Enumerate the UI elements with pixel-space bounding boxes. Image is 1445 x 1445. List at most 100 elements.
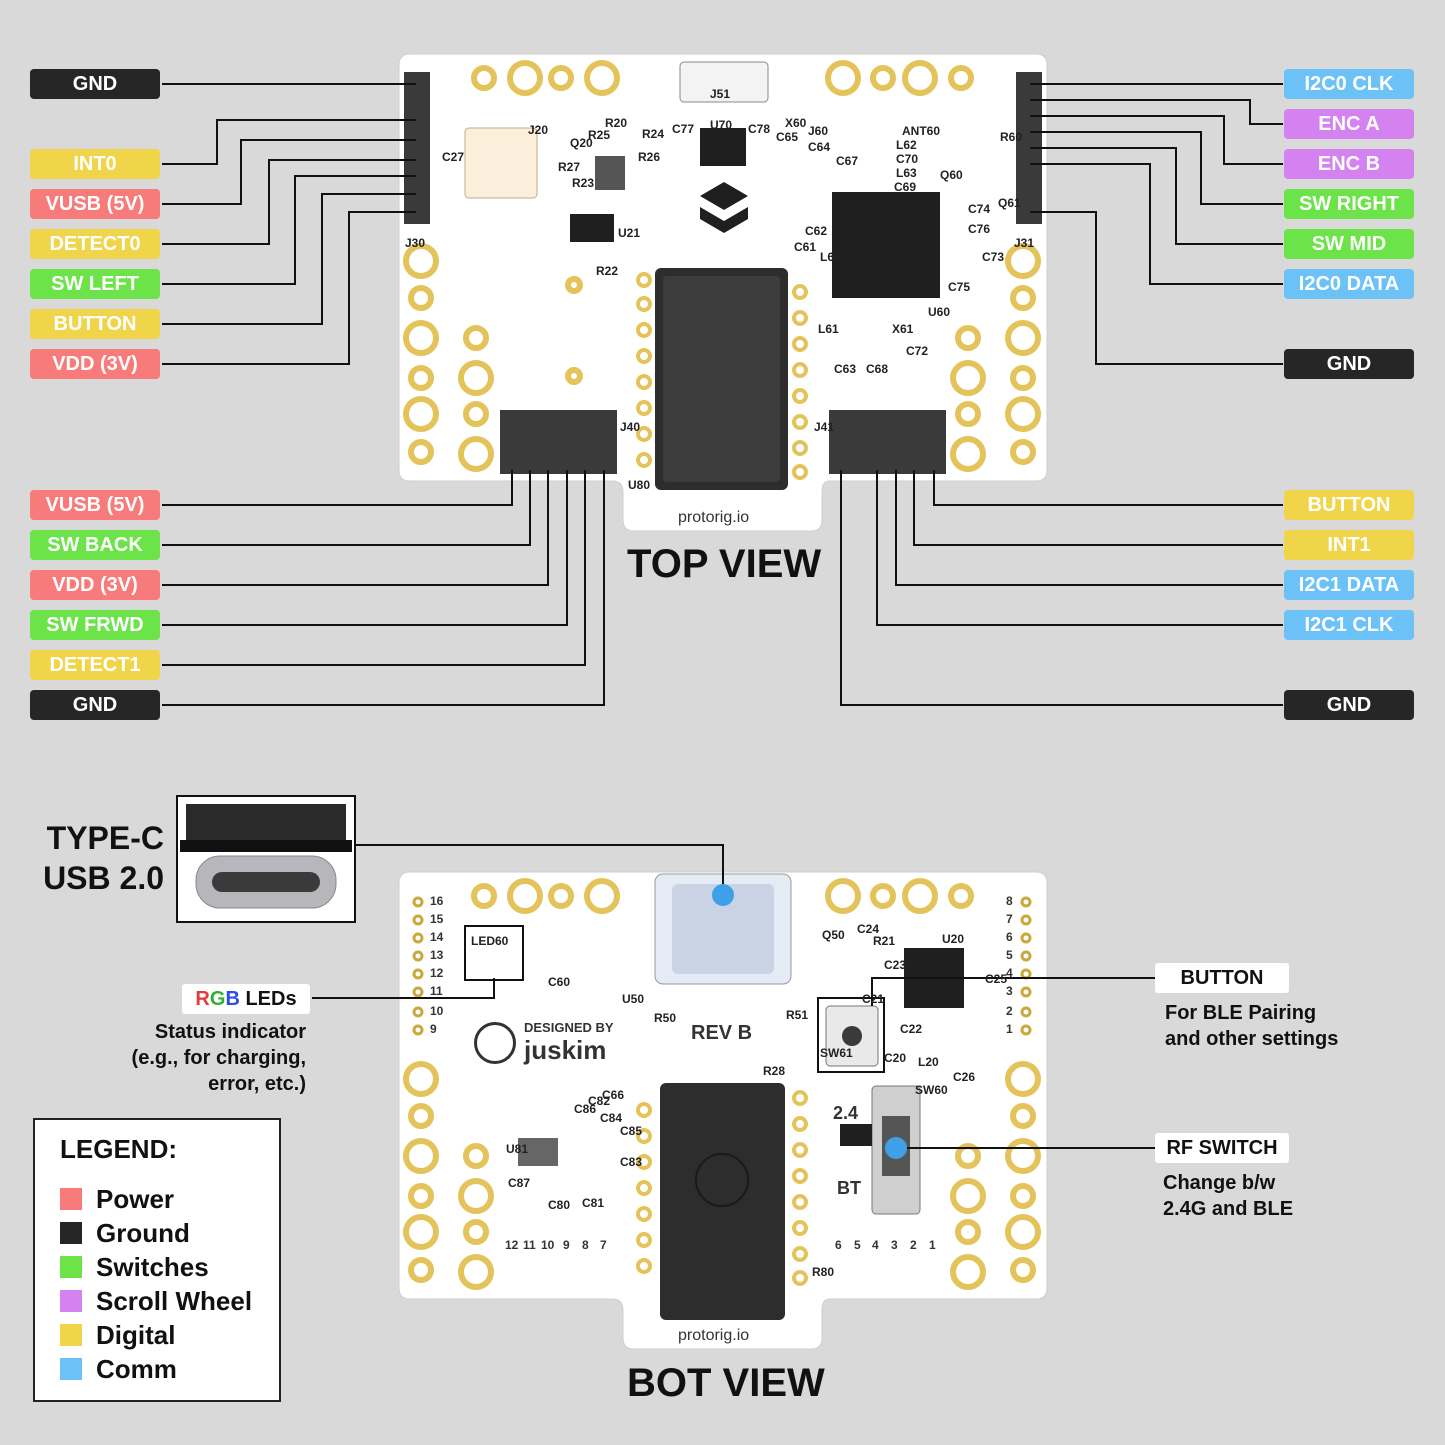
refdes-label: C86: [574, 1102, 597, 1116]
pin-label-vdd-3v: VDD (3V): [30, 570, 160, 600]
refdes-label: C69: [894, 180, 917, 194]
refdes-label: C77: [672, 122, 695, 136]
j30-header: [404, 72, 430, 224]
pin-label-gnd: GND: [1284, 690, 1414, 720]
legend-swatch: [60, 1324, 82, 1346]
refdes-label: C80: [548, 1198, 571, 1212]
pin-label-gnd: GND: [30, 690, 160, 720]
label-2-4: 2.4: [833, 1103, 859, 1123]
rgb-desc-line: error, etc.): [208, 1073, 306, 1095]
legend-title: LEGEND:: [60, 1134, 177, 1164]
refdes-label: R24: [642, 127, 665, 141]
legend-swatch: [60, 1256, 82, 1278]
pad-number: 2: [910, 1238, 917, 1252]
pad-number: 12: [505, 1238, 519, 1252]
refdes-label: R80: [812, 1265, 835, 1279]
pad-number: 11: [523, 1238, 536, 1252]
legend-label: Power: [96, 1183, 175, 1214]
j40-header: [500, 410, 617, 474]
refdes-label: J31: [1014, 236, 1035, 250]
refdes-label: J30: [405, 236, 426, 250]
pin-label-int0: INT0: [30, 149, 160, 179]
pad-number: 5: [854, 1238, 861, 1252]
legend-item: Switches: [60, 1252, 209, 1282]
pad-number: 8: [1006, 894, 1013, 908]
pin-label-enc-b: ENC B: [1284, 149, 1414, 179]
refdes-label: L60: [820, 250, 841, 264]
rf-desc-line: 2.4G and BLE: [1163, 1198, 1294, 1220]
typec-line1: TYPE-C: [46, 820, 164, 856]
bottom-callout-leaders: [312, 844, 1155, 1149]
refdes-label: Q50: [822, 928, 845, 942]
refdes-label: X61: [892, 322, 914, 336]
designed-by: DESIGNED BY: [524, 1020, 614, 1035]
usb-marker: [712, 884, 734, 906]
pad-number: 4: [1006, 966, 1013, 980]
refdes-label: J40: [620, 420, 641, 434]
refdes-label: C61: [794, 240, 817, 254]
rgb-desc-line: (e.g., for charging,: [131, 1047, 306, 1069]
pad-number: 7: [1006, 912, 1013, 926]
refdes-label: C75: [948, 280, 971, 294]
refdes-label: L20: [918, 1055, 939, 1069]
pin-label-sw-left: SW LEFT: [30, 269, 160, 299]
legend-label: Scroll Wheel: [96, 1285, 253, 1316]
refdes-label: U60: [928, 305, 951, 319]
refdes-label: C84: [600, 1111, 623, 1125]
refdes-label: C67: [836, 154, 859, 168]
refdes-label: R23: [572, 176, 595, 190]
refdes-label: L61: [818, 322, 839, 336]
refdes-label: C74: [968, 202, 991, 216]
pin-label-button: BUTTON: [1284, 490, 1414, 520]
top-right-leaders: [1030, 83, 1283, 365]
pad-number: 10: [430, 1004, 444, 1018]
typec-label: TYPE-C USB 2.0: [30, 818, 164, 898]
pin-label-i2c0-data: I2C0 DATA: [1284, 269, 1414, 299]
refdes-label: J60: [808, 124, 829, 138]
refdes-label: R21: [873, 934, 896, 948]
j41-header: [829, 410, 946, 474]
bot-view-title: BOT VIEW: [627, 1361, 825, 1405]
refdes-label: R50: [654, 1011, 677, 1025]
protorig-logo: [700, 182, 748, 233]
refdes-label: C70: [896, 152, 919, 166]
refdes-label: C72: [906, 344, 929, 358]
pin-label-sw-right: SW RIGHT: [1284, 189, 1414, 219]
refdes-label: U50: [622, 992, 645, 1006]
pad-number: 11: [430, 984, 443, 998]
refdes-label: C68: [866, 362, 889, 376]
legend-swatch: [60, 1222, 82, 1244]
refdes-label: Q61: [998, 196, 1021, 210]
refdes-label: C20: [884, 1051, 907, 1065]
button-callout: BUTTON: [1155, 963, 1289, 993]
refdes-label: C87: [508, 1176, 531, 1190]
refdes-label: C81: [582, 1196, 605, 1210]
pad-number: 2: [1006, 1004, 1013, 1018]
refdes-label: C22: [900, 1022, 923, 1036]
refdes-label: R28: [763, 1064, 786, 1078]
refdes-label: U21: [618, 226, 641, 240]
refdes-label: C76: [968, 222, 991, 236]
pad-number: 5: [1006, 948, 1013, 962]
top-view-title: TOP VIEW: [627, 542, 822, 586]
refdes-label: C73: [982, 250, 1005, 264]
top-watermark: protorig.io: [678, 509, 750, 526]
refdes-label: J20: [528, 123, 549, 137]
refdes-label: C65: [776, 130, 799, 144]
legend-swatch: [60, 1188, 82, 1210]
pin-label-button: BUTTON: [30, 309, 160, 339]
rf-switch-description: Change b/w 2.4G and BLE: [1163, 1170, 1293, 1222]
pin-label-gnd: GND: [1284, 349, 1414, 379]
legend-label: Ground: [96, 1217, 190, 1248]
rev-label: REV B: [691, 1022, 753, 1044]
refdes-label: U70: [710, 118, 733, 132]
typec-inset: [176, 795, 356, 923]
top-board: [398, 53, 1048, 532]
refdes-label: R51: [786, 1008, 809, 1022]
designer-logo: [474, 1022, 516, 1064]
refdes-label: X60: [785, 116, 807, 130]
refdes-label: R22: [596, 264, 619, 278]
pad-number: 16: [430, 894, 444, 908]
